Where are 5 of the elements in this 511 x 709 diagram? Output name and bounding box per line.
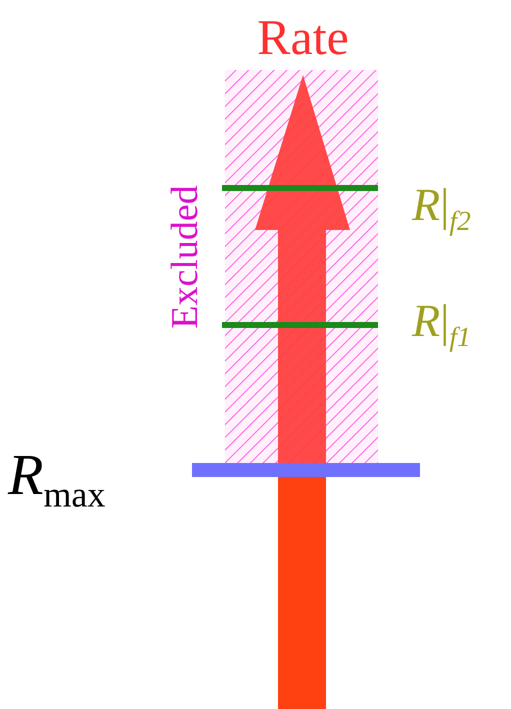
axis-title: Rate [256,12,350,62]
region-label: Excluded [166,184,204,331]
threshold-label: R|$_{f1}$ [412,298,471,351]
max-rate-label: R$_{max}$ [8,446,106,514]
threshold-label: R|$_{f2}$ [412,182,471,235]
